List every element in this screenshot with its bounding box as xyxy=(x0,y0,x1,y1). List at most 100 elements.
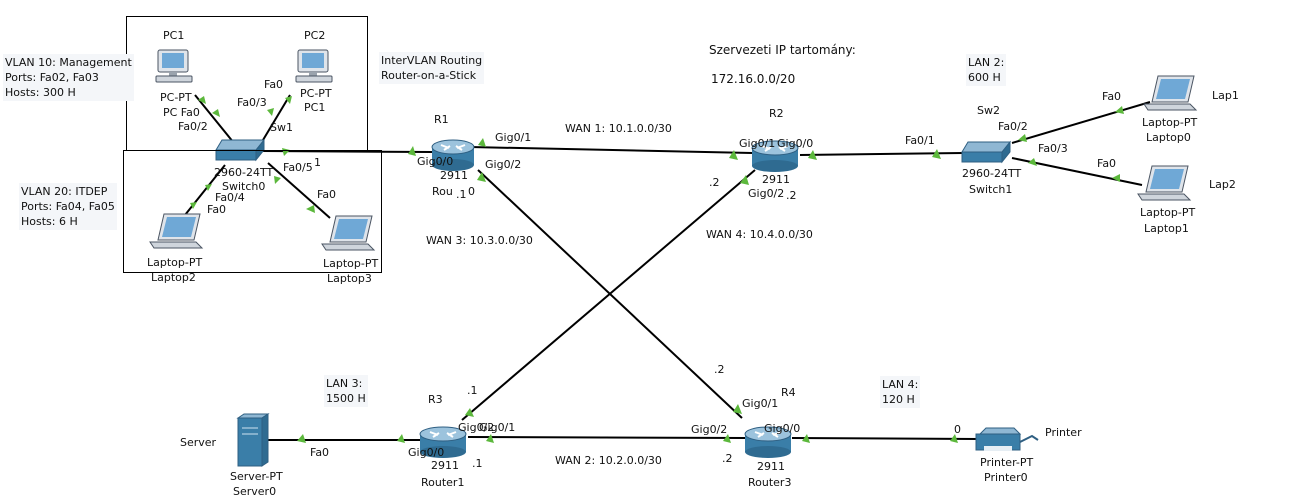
laptop0-fa0-label: Fa0 xyxy=(1102,90,1122,103)
note-intervlan: InterVLAN Routing Router-on-a-Stick xyxy=(379,52,485,84)
link-pc1-switch0 xyxy=(194,94,239,149)
link-r3-r4-wan2 xyxy=(467,436,746,439)
r3-ip-bottom-label: .1 xyxy=(472,457,483,470)
r2-gig00-label: Gig0/0 xyxy=(777,137,814,150)
r1-gig00-label: Gig0/0 xyxy=(417,155,454,168)
port-indicator xyxy=(729,150,738,160)
port-indicator xyxy=(285,96,292,104)
note-line: Router-on-a-Stick xyxy=(381,69,477,82)
r4-gig00-label: Gig0/0 xyxy=(764,422,801,435)
port-indicator xyxy=(808,150,817,160)
note-line: InterVLAN Routing xyxy=(381,54,483,67)
port-indicator xyxy=(297,434,306,443)
router-r4-icon xyxy=(744,426,792,458)
switch0-fa05-label: Fa0/5 xyxy=(283,161,313,174)
link-r1-r2-wan1 xyxy=(469,146,753,154)
switch1-fa03-label: Fa0/3 xyxy=(1038,142,1068,155)
pc1-port-label: Fa0/2 xyxy=(178,120,208,133)
wan1-label: WAN 1: 10.1.0.0/30 xyxy=(565,122,672,135)
switch1-name-label: Switch1 xyxy=(969,183,1013,196)
port-indicator xyxy=(267,108,274,116)
link-r4-printer xyxy=(791,437,979,440)
r3-gig00-label: Gig0/0 xyxy=(408,446,445,459)
switch0-fa04-label: Fa0/4 xyxy=(215,191,245,204)
port-indicator xyxy=(198,96,206,104)
printer-port-label: 0 xyxy=(954,423,961,436)
r4-ip-bottom-label: .2 xyxy=(722,452,733,465)
r3-model-label: 2911 xyxy=(431,459,459,472)
r4-label: R4 xyxy=(781,386,796,399)
pc1-type-label: PC-PT xyxy=(160,91,192,104)
router-r1-icon xyxy=(431,139,475,171)
laptop1-name-label: Laptop1 xyxy=(1144,222,1189,235)
note-line: 600 H xyxy=(968,71,1001,84)
r4-ip-top-label: .2 xyxy=(714,363,725,376)
switch0-type-label: 2960-24TT xyxy=(214,166,274,179)
port-indicator xyxy=(212,109,220,117)
switch0-name-label: Switch0 xyxy=(222,180,266,193)
port-indicator xyxy=(932,149,941,159)
pc2-fa0-label: Fa0 xyxy=(264,78,284,91)
link-switch0-r1 xyxy=(261,150,433,153)
note-org-title: Szervezeti IP tartomány: xyxy=(709,43,856,57)
r2-model-label: 2911 xyxy=(762,173,790,186)
pc2-name-label: PC1 xyxy=(304,101,326,114)
r1-label: R1 xyxy=(434,113,449,126)
port-indicator xyxy=(486,434,494,443)
note-org-range: 172.16.0.0/20 xyxy=(711,72,796,86)
laptop0-name-label: Laptop0 xyxy=(1146,131,1191,144)
note-vlan10: VLAN 10: Management Ports: Fa02, Fa03 Ho… xyxy=(3,54,134,101)
r1-gig02-label: Gig0/2 xyxy=(485,158,522,171)
server-icon xyxy=(236,413,270,467)
port-indicator xyxy=(306,205,315,213)
r2-label: R2 xyxy=(769,107,784,120)
laptop3-fa0-label: Fa0 xyxy=(317,188,337,201)
laptop2-fa0-label: Fa0 xyxy=(207,203,227,216)
server-label: Server xyxy=(180,436,217,449)
note-line: Ports: Fa04, Fa05 xyxy=(21,200,115,213)
port-indicator xyxy=(1115,106,1124,114)
port-indicator xyxy=(1028,158,1037,166)
r3-name-label: Router1 xyxy=(421,476,465,489)
sw2-label: Sw2 xyxy=(977,104,1000,117)
printer-type-label: Printer-PT xyxy=(980,456,1034,469)
pc2-icon xyxy=(295,49,333,83)
r4-gig01-label: Gig0/1 xyxy=(742,397,779,410)
switch1-fa01-label: Fa0/1 xyxy=(905,134,935,147)
r1-gig01-label: Gig0/1 xyxy=(495,131,532,144)
laptop1-icon xyxy=(1137,165,1192,201)
r1-ip-label: .1 xyxy=(456,188,467,201)
laptop3-type-label: Laptop-PT xyxy=(323,257,379,270)
note-line: LAN 3: xyxy=(326,377,363,390)
switch1-fa02-label: Fa0/2 xyxy=(998,120,1028,133)
switch1-type-label: 2960-24TT xyxy=(962,167,1022,180)
wan3-label: WAN 3: 10.3.0.0/30 xyxy=(426,234,533,247)
link-r2-r3-wan4 xyxy=(461,169,756,421)
port-indicator xyxy=(1018,134,1027,142)
r1-zero-label: 0 xyxy=(468,185,475,198)
wan4-label: WAN 4: 10.4.0.0/30 xyxy=(706,228,813,241)
note-lan2: LAN 2: 600 H xyxy=(966,54,1007,86)
vlan20-box xyxy=(123,150,382,273)
port-indicator xyxy=(477,172,486,182)
laptop0-icon xyxy=(1143,75,1198,111)
port-indicator xyxy=(950,434,958,443)
link-switch1-laptop0 xyxy=(1011,101,1151,144)
switch0-fa03-label: Fa0/3 xyxy=(237,96,267,109)
router-r2-icon xyxy=(751,140,799,172)
laptop2-type-label: Laptop-PT xyxy=(147,256,203,269)
switch0-icon xyxy=(215,138,266,162)
r4-model-label: 2911 xyxy=(757,460,785,473)
r3-gig01-label: Gig0/1 xyxy=(479,421,516,434)
note-lan4: LAN 4: 120 H xyxy=(880,376,921,408)
port-indicator xyxy=(465,408,474,417)
note-lan3: LAN 3: 1500 H xyxy=(324,375,368,407)
r3-ip-top-label: .1 xyxy=(467,384,478,397)
printer-name-label: Printer0 xyxy=(984,471,1028,484)
r1-model-label: 2911 xyxy=(440,169,468,182)
r4-gig02-label: Gig0/2 xyxy=(691,423,728,436)
link-laptop3-switch0 xyxy=(267,162,331,219)
server-name-label: Server0 xyxy=(233,485,277,498)
note-line: LAN 4: xyxy=(882,378,919,391)
